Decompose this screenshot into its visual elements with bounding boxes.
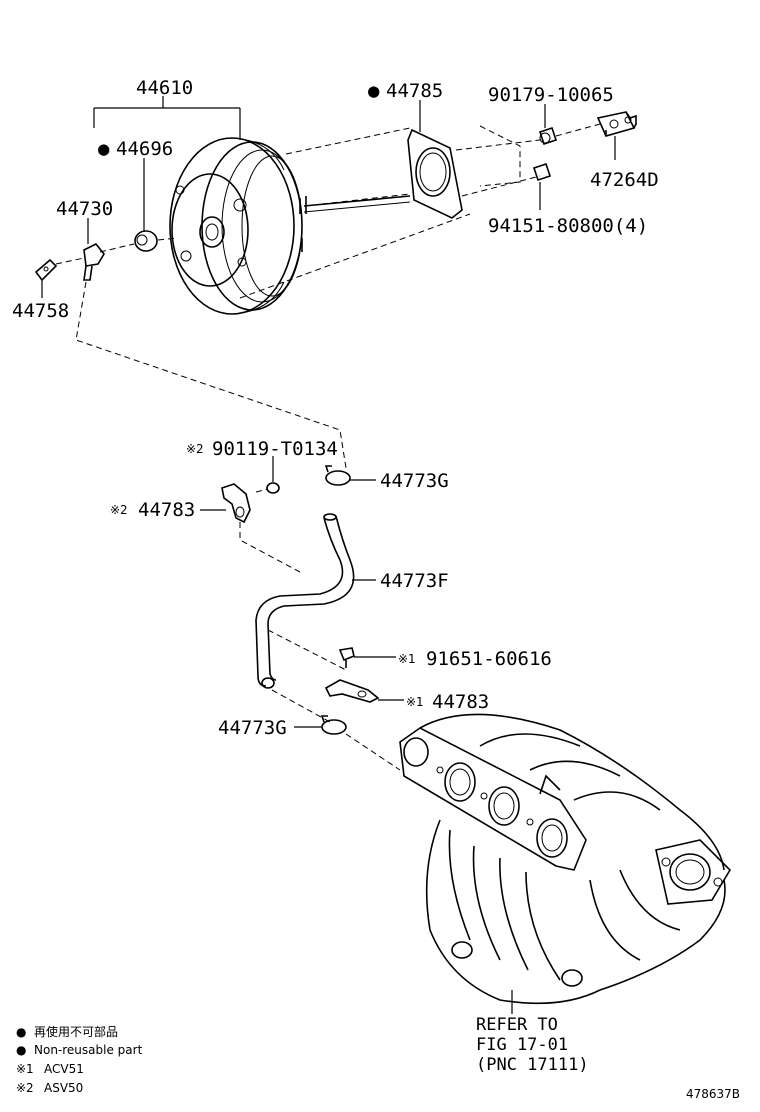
note2-mark-44783: ※2 — [110, 503, 128, 517]
label-44758: 44758 — [12, 300, 69, 322]
bracket-44758 — [34, 258, 58, 282]
label-90179-10065: 90179-10065 — [488, 84, 614, 106]
label-44783-acv: 44783 — [432, 691, 489, 713]
legend-note1-text: ACV51 — [44, 1062, 84, 1076]
label-44773f: 44773F — [380, 570, 449, 592]
note1-mark-91651: ※1 — [398, 652, 416, 666]
check-valve — [83, 242, 105, 281]
label-47264d: 47264D — [590, 169, 659, 191]
nonreusable-bullet-44696: ● — [98, 138, 110, 160]
legend-note1-mark: ※1 — [16, 1062, 34, 1076]
brake-booster — [169, 137, 411, 315]
intake-manifold — [399, 713, 732, 1005]
legend-bullet-1: ● — [16, 1025, 26, 1039]
nonreusable-bullet-44785: ● — [368, 80, 380, 102]
bolt-90119 — [255, 482, 280, 494]
hose-clamp-top — [324, 465, 351, 486]
clevis-47264d — [596, 111, 637, 137]
legend-nonreusable-en: Non-reusable part — [34, 1043, 143, 1057]
label-91651-60616: 91651-60616 — [426, 648, 552, 670]
legend-nonreusable-jp: 再使用不可部品 — [34, 1024, 118, 1039]
legend-bullet-2: ● — [16, 1043, 26, 1057]
vacuum-hose — [255, 513, 355, 689]
label-44730: 44730 — [56, 198, 113, 220]
note1-mark-44783: ※1 — [406, 695, 424, 709]
figure-id: 478637B — [686, 1087, 740, 1101]
hose-clamp-bottom — [320, 715, 347, 735]
legend-note2-text: ASV50 — [44, 1081, 83, 1095]
bracket-44783-acv — [324, 679, 380, 703]
bolt-91651 — [338, 647, 355, 668]
label-44610: 44610 — [136, 77, 193, 99]
label-44773g-bottom: 44773G — [218, 717, 287, 739]
clevis-pin — [538, 126, 558, 146]
nut — [532, 162, 552, 182]
label-44783-asv: 44783 — [138, 499, 195, 521]
refer-to-line3: (PNC 17111) — [476, 1055, 589, 1075]
label-44696: 44696 — [116, 138, 173, 160]
note2-mark-90119: ※2 — [186, 442, 204, 456]
bracket-44783-asv — [221, 483, 251, 524]
gasket — [407, 128, 463, 219]
label-44773g-top: 44773G — [380, 470, 449, 492]
refer-to-line1: REFER TO — [476, 1015, 558, 1035]
refer-to-line2: FIG 17-01 — [476, 1035, 568, 1055]
label-90119-t0134: 90119-T0134 — [212, 438, 338, 460]
label-94151-80800: 94151-80800(4) — [488, 215, 648, 237]
label-44785: 44785 — [386, 80, 443, 102]
grommet — [134, 230, 158, 252]
legend-note2-mark: ※2 — [16, 1081, 34, 1095]
